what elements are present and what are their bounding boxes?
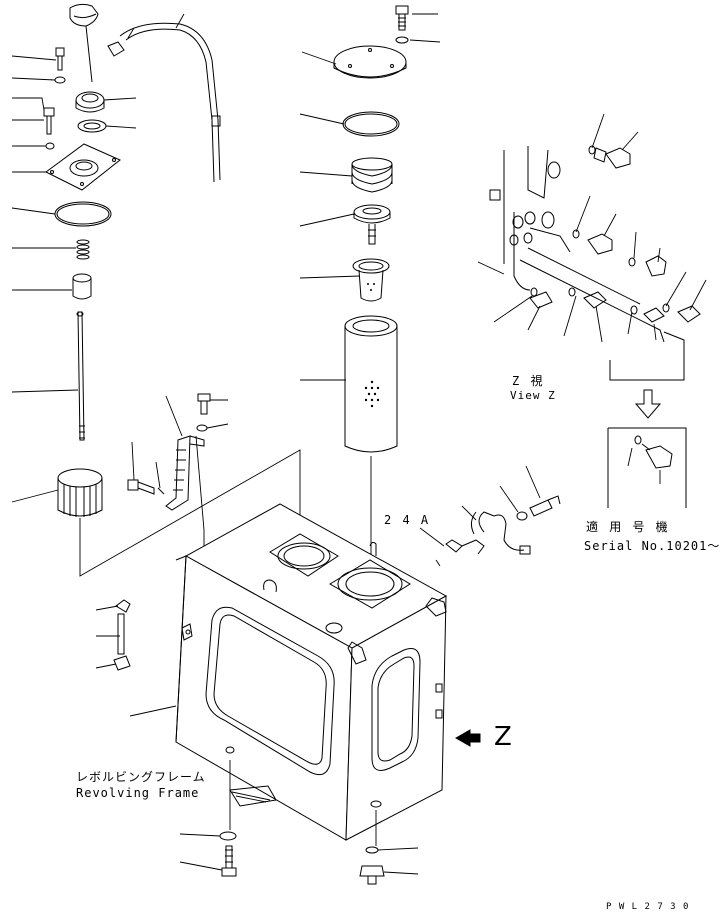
washer-left xyxy=(45,142,55,150)
strainer-cap xyxy=(57,468,103,517)
direction-arrow xyxy=(454,729,481,747)
strap-bracket xyxy=(165,435,205,511)
leader-lines-center xyxy=(299,13,441,381)
bolt-upper-left xyxy=(55,47,65,71)
filter-cup xyxy=(352,258,390,302)
bolt-bracket-top xyxy=(197,393,211,415)
spring xyxy=(76,239,90,260)
valve-body xyxy=(72,273,92,300)
view-z-en-label: View Z xyxy=(510,389,556,402)
washer-bracket xyxy=(196,424,208,432)
view-z-jp-label: Z 視 xyxy=(512,374,545,388)
view-arrow-down xyxy=(634,389,662,419)
o-ring-center xyxy=(342,111,400,137)
leader-lines-tank xyxy=(95,605,419,875)
revolving-frame-jp-label: レボルビングフレーム xyxy=(76,770,206,784)
drawing-code: P W L 2 7 3 0 xyxy=(606,902,690,912)
leader-lines-bracket xyxy=(131,395,229,531)
drain-plug xyxy=(113,599,131,671)
filter-spring xyxy=(351,157,393,193)
washer-upper-left xyxy=(54,76,66,84)
tank-bottom-bolts xyxy=(219,760,385,885)
serial-detail-box xyxy=(607,427,687,508)
breather-cap xyxy=(69,3,99,83)
leader-lines-left xyxy=(11,13,185,503)
tube-connector xyxy=(107,41,125,57)
serial-number-label: Serial No.10201～ xyxy=(584,539,721,553)
breather-tube xyxy=(119,22,221,183)
o-ring-left xyxy=(54,201,112,227)
filter-cover xyxy=(333,45,407,79)
applicable-jp-label: 適 用 号 機 xyxy=(586,520,670,534)
frame-hatch xyxy=(229,785,277,807)
leader-lines-view-z xyxy=(477,113,707,343)
direction-z-label: Z xyxy=(494,722,512,752)
revolving-frame-en-label: Revolving Frame xyxy=(76,786,200,800)
bolt-top-center xyxy=(395,5,409,31)
washer-top-center xyxy=(395,36,409,44)
temperature-sensor xyxy=(445,495,561,555)
filter-element xyxy=(344,315,398,560)
view-z-detail xyxy=(489,145,701,381)
hydraulic-tank xyxy=(175,503,448,841)
bolt-bracket-side xyxy=(127,479,165,495)
leader-lines-sensor xyxy=(419,465,541,567)
part-reference-label: 2 4 A xyxy=(384,513,431,527)
cap-flange xyxy=(75,91,105,113)
bypass-valve xyxy=(353,204,391,245)
gasket-small xyxy=(77,119,107,133)
level-gauge-rod xyxy=(76,311,85,441)
cover-plate xyxy=(45,143,121,191)
bolt-left xyxy=(43,107,55,135)
